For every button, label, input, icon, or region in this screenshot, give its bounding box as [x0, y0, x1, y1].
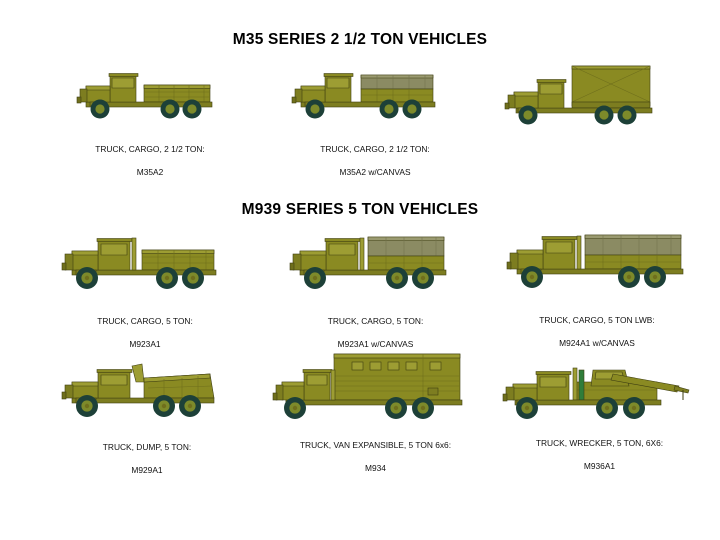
vehicle-cell-m936a1: TRUCK, WRECKER, 5 TON, 6X6: M936A1 — [497, 352, 702, 472]
caption-line-1: TRUCK, CARGO, 5 TON: — [327, 315, 424, 326]
vehicle-caption-m35a2: TRUCK, CARGO, 2 1/2 TON: M35A2 — [60, 132, 240, 178]
vehicle-caption-m923a1: TRUCK, CARGO, 5 TON: M923A1 — [50, 304, 240, 350]
caption-line-2: M934 — [365, 462, 386, 473]
vehicle-cell-m923a1-canvas: TRUCK, CARGO, 5 TON: M923A1 w/CANVAS — [278, 228, 473, 350]
caption-line-2: M923A1 w/CANVAS — [337, 338, 414, 349]
caption-line-1: TRUCK, CARGO, 5 TON LWB: — [539, 314, 655, 325]
vehicle-caption-m936a1: TRUCK, WRECKER, 5 TON, 6X6: M936A1 — [497, 426, 702, 472]
vehicle-illustration-m923a1-canvas — [278, 228, 473, 294]
caption-line-2: M35A2 w/CANVAS — [339, 166, 411, 177]
vehicle-illustration-m35a2 — [60, 66, 240, 124]
caption-line-2: M35A2 — [136, 166, 164, 177]
caption-line-1: TRUCK, CARGO, 2 1/2 TON: — [95, 143, 205, 154]
vehicle-illustration-m929a1-dump — [52, 352, 242, 420]
caption-line-2: M923A1 — [129, 338, 161, 349]
vehicle-illustration-m934-van — [268, 348, 483, 420]
vehicle-caption-m924a1-canvas: TRUCK, CARGO, 5 TON LWB: M924A1 w/CANVAS — [497, 303, 697, 349]
section-heading-m939: M939 SERIES 5 TON VEHICLES — [241, 201, 479, 218]
vehicle-caption-m923a1-canvas: TRUCK, CARGO, 5 TON: M923A1 w/CANVAS — [278, 304, 473, 350]
vehicle-illustration-m35a2-canvas — [275, 66, 475, 124]
caption-line-2: M924A1 w/CANVAS — [559, 337, 635, 348]
caption-line-2: M936A1 — [583, 460, 616, 471]
caption-line-1: TRUCK, VAN EXPANSIBLE, 5 TON 6x6: — [299, 439, 452, 450]
caption-line-1: TRUCK, WRECKER, 5 TON, 6X6: — [535, 437, 664, 448]
vehicle-cell-m923a1: TRUCK, CARGO, 5 TON: M923A1 — [50, 232, 240, 350]
vehicle-cell-m35a2-canvas: TRUCK, CARGO, 2 1/2 TON: M35A2 w/CANVAS — [275, 66, 475, 178]
vehicle-caption-m934: TRUCK, VAN EXPANSIBLE, 5 TON 6x6: M934 — [268, 428, 483, 474]
vehicle-caption-m35a2-canvas: TRUCK, CARGO, 2 1/2 TON: M35A2 w/CANVAS — [275, 132, 475, 178]
vehicle-cell-m934: TRUCK, VAN EXPANSIBLE, 5 TON 6x6: M934 — [268, 348, 483, 474]
vehicle-cell-m929a1: TRUCK, DUMP, 5 TON: M929A1 — [52, 352, 242, 476]
caption-line-1: TRUCK, DUMP, 5 TON: — [102, 441, 192, 452]
vehicle-illustration-m924a1-canvas — [497, 225, 697, 295]
caption-line-2: M929A1 — [131, 464, 163, 475]
vehicle-illustration-box-body-truck — [490, 58, 690, 126]
caption-line-1: TRUCK, CARGO, 2 1/2 TON: — [320, 143, 430, 154]
vehicle-cell-m35a2: TRUCK, CARGO, 2 1/2 TON: M35A2 — [60, 66, 240, 178]
vehicle-cell-m924a1-canvas: TRUCK, CARGO, 5 TON LWB: M924A1 w/CANVAS — [497, 225, 697, 349]
vehicle-illustration-m936a1-wrecker — [497, 352, 702, 420]
vehicle-caption-m929a1: TRUCK, DUMP, 5 TON: M929A1 — [52, 430, 242, 476]
section-heading-m35: M35 SERIES 2 1/2 TON VEHICLES — [232, 31, 488, 48]
vehicle-cell-m35a2-van — [490, 58, 690, 126]
caption-line-1: TRUCK, CARGO, 5 TON: — [97, 315, 193, 326]
vehicle-illustration-m923a1 — [50, 232, 240, 294]
